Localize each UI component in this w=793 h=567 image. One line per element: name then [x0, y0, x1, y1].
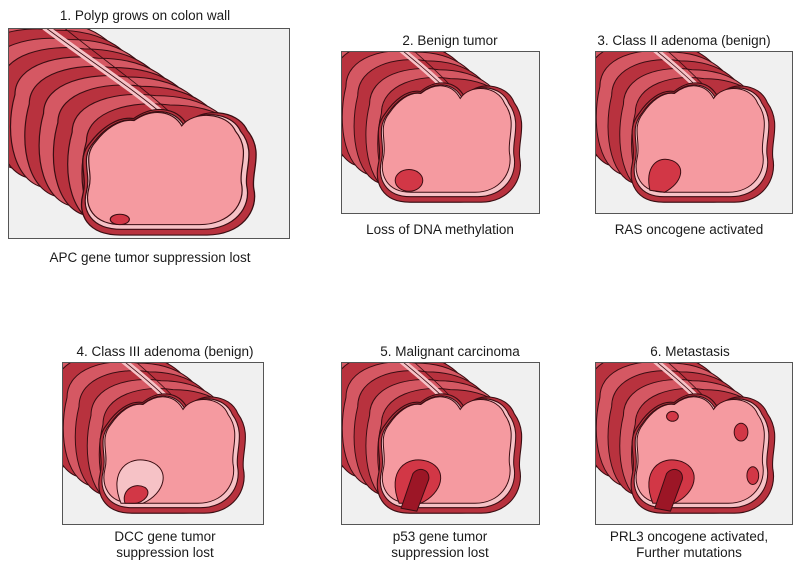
metastatic-polyp	[667, 411, 679, 421]
stage-caption: DCC gene tumor suppression lost	[40, 529, 290, 561]
colon-illustration	[341, 362, 540, 525]
stage-caption: APC gene tumor suppression lost	[0, 250, 300, 266]
colon-svg	[342, 363, 539, 524]
stage-6-panel: 6. Metastasis PRL3 oncogene activated, F…	[585, 330, 793, 567]
caption-line: Further mutations	[580, 545, 793, 561]
colon-svg	[342, 52, 539, 213]
caption-line: suppression lost	[40, 545, 290, 561]
stage-1-panel: 1. Polyp grows on colon wall APC gene tu…	[0, 0, 290, 280]
stage-title: 3. Class II adenoma (benign)	[575, 33, 793, 49]
stage-title: 1. Polyp grows on colon wall	[0, 8, 290, 24]
colon-illustration	[595, 362, 793, 525]
colon-illustration	[595, 51, 793, 214]
colon-svg	[63, 363, 263, 524]
stage-2-panel: 2. Benign tumor Loss of DNA methylation	[320, 0, 580, 260]
stage-caption: RAS oncogene activated	[580, 222, 793, 238]
stage-title: 6. Metastasis	[585, 344, 793, 360]
colon-illustration	[341, 51, 540, 214]
colon-illustration	[8, 28, 290, 239]
caption-line: p53 gene tumor	[300, 529, 580, 545]
stage-5-panel: 5. Malignant carcinoma p53 gene tumor su…	[320, 330, 580, 567]
colon-svg	[596, 52, 792, 213]
colon-illustration	[62, 362, 264, 525]
stage-caption: p53 gene tumor suppression lost	[300, 529, 580, 561]
stage-title: 4. Class III adenoma (benign)	[40, 344, 290, 360]
metastatic-polyp	[747, 467, 759, 485]
caption-line: PRL3 oncogene activated,	[580, 529, 793, 545]
caption-line: Loss of DNA methylation	[300, 222, 580, 238]
caption-line: APC gene tumor suppression lost	[0, 250, 300, 266]
caption-line: DCC gene tumor	[40, 529, 290, 545]
polyp	[110, 214, 129, 224]
metastatic-polyp	[734, 423, 748, 441]
caption-line: RAS oncogene activated	[580, 222, 793, 238]
lumen	[88, 113, 244, 225]
polyp	[395, 170, 423, 192]
caption-line: suppression lost	[300, 545, 580, 561]
stage-title: 5. Malignant carcinoma	[320, 344, 580, 360]
stage-4-panel: 4. Class III adenoma (benign) DCC gene t…	[40, 330, 290, 567]
colon-svg	[9, 29, 289, 238]
stage-caption: Loss of DNA methylation	[300, 222, 580, 238]
stage-caption: PRL3 oncogene activated, Further mutatio…	[580, 529, 793, 561]
stage-title: 2. Benign tumor	[320, 33, 580, 49]
colon-svg	[596, 363, 792, 524]
stage-3-panel: 3. Class II adenoma (benign) RAS oncogen…	[585, 0, 793, 260]
